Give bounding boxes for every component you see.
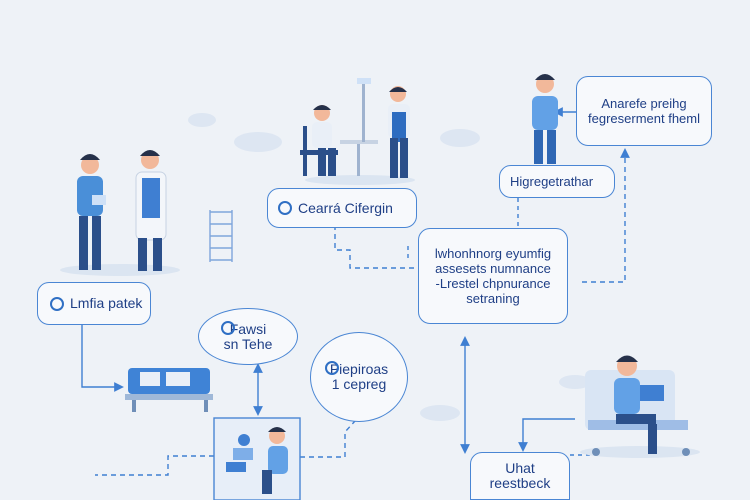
telehealth-illustration (213, 417, 301, 500)
patient-chair-illustration (580, 355, 700, 458)
consultation-illustration (300, 78, 415, 185)
node-big-box-label: lwhonhnorg eyumfig assesets numnance -Lr… (434, 246, 552, 306)
node-lmfia-patek-label: Lmfia patek (70, 295, 143, 311)
status-icon-3 (221, 321, 235, 335)
hospital-bed-illustration (125, 368, 213, 412)
node-bottom-feedback[interactable]: Uhat reestbeck (470, 452, 570, 500)
node-step-label-text: Higregetrathar (510, 174, 594, 189)
node-bottom-label: Uhat reestbeck (489, 460, 551, 491)
node-right-top[interactable]: Anarefe preihg fegreserment fheml (576, 76, 712, 146)
node-big-box[interactable]: lwhonhnorg eyumfig assesets numnance -Lr… (418, 228, 568, 324)
node-cearra-label: Cearrá Cifergin (298, 199, 393, 216)
node-right-top-label: Anarefe preihg fegreserment fheml (588, 96, 700, 126)
status-icon-1 (50, 296, 64, 311)
status-icon-2 (278, 201, 292, 215)
doctor-patient-illustration (60, 150, 180, 276)
shelf-illustration (209, 210, 233, 262)
node-fawsi-label: Fawsi sn Tehe (223, 320, 273, 352)
node-lmfia-patek[interactable]: Lmfia patek (37, 282, 151, 325)
presenter-illustration (532, 74, 558, 164)
node-piepiroas-label: Piepiroas 1 cepreg (329, 361, 389, 392)
node-piepiroas[interactable]: Piepiroas 1 cepreg (310, 332, 408, 422)
status-icon-4 (325, 361, 339, 375)
node-fawsi[interactable]: Fawsi sn Tehe (198, 308, 298, 365)
node-step-label[interactable]: Higregetrathar (499, 165, 615, 198)
node-cearra-cifergin[interactable]: Cearrá Cifergin (267, 188, 417, 228)
